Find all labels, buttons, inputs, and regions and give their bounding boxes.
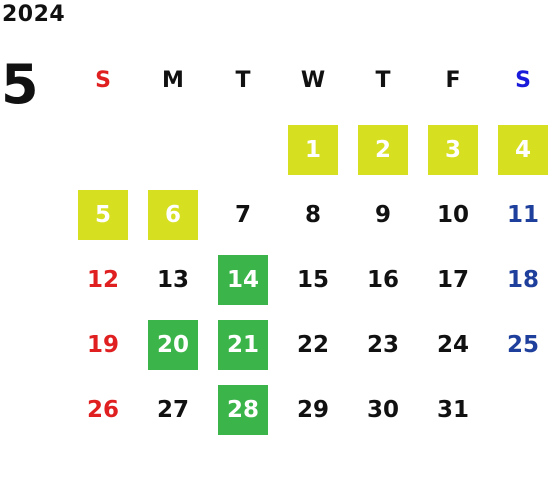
day-cell-26[interactable]: 26 xyxy=(86,397,119,423)
weekday-label-tue: T xyxy=(235,68,251,93)
day-cell-31[interactable]: 31 xyxy=(436,397,469,423)
day-cell-19[interactable]: 19 xyxy=(86,332,119,358)
day-cell-21[interactable]: 21 xyxy=(218,320,268,370)
day-cell-15[interactable]: 15 xyxy=(296,267,329,293)
day-cell-6[interactable]: 6 xyxy=(148,190,198,240)
day-cell-30[interactable]: 30 xyxy=(366,397,399,423)
day-cell-25[interactable]: 25 xyxy=(506,332,539,358)
day-cell-29[interactable]: 29 xyxy=(296,397,329,423)
day-cell-12[interactable]: 12 xyxy=(86,267,119,293)
day-cell-13[interactable]: 13 xyxy=(156,267,189,293)
day-cell-23[interactable]: 23 xyxy=(366,332,399,358)
day-cell-27[interactable]: 27 xyxy=(156,397,189,423)
day-cell-7[interactable]: 7 xyxy=(234,202,251,228)
day-cell-22[interactable]: 22 xyxy=(296,332,329,358)
day-cell-9[interactable]: 9 xyxy=(374,202,391,228)
weekday-label-sat: S xyxy=(515,68,531,93)
year-label: 2024 xyxy=(2,2,66,27)
day-cell-5[interactable]: 5 xyxy=(78,190,128,240)
day-cell-16[interactable]: 16 xyxy=(366,267,399,293)
weekday-label-sun: S xyxy=(95,68,111,93)
weekday-label-thu: T xyxy=(375,68,391,93)
day-cell-4[interactable]: 4 xyxy=(498,125,548,175)
day-cell-1[interactable]: 1 xyxy=(288,125,338,175)
day-cell-10[interactable]: 10 xyxy=(436,202,469,228)
day-cell-2[interactable]: 2 xyxy=(358,125,408,175)
day-cell-8[interactable]: 8 xyxy=(304,202,321,228)
day-cell-14[interactable]: 14 xyxy=(218,255,268,305)
weekday-label-wed: W xyxy=(300,68,326,93)
weekday-label-fri: F xyxy=(445,68,461,93)
day-cell-28[interactable]: 28 xyxy=(218,385,268,435)
day-cell-11[interactable]: 11 xyxy=(506,202,539,228)
day-cell-24[interactable]: 24 xyxy=(436,332,469,358)
day-cell-3[interactable]: 3 xyxy=(428,125,478,175)
weekday-label-mon: M xyxy=(162,68,184,93)
day-cell-17[interactable]: 17 xyxy=(436,267,469,293)
month-number: 5 xyxy=(1,53,39,116)
day-cell-18[interactable]: 18 xyxy=(506,267,539,293)
day-cell-20[interactable]: 20 xyxy=(148,320,198,370)
